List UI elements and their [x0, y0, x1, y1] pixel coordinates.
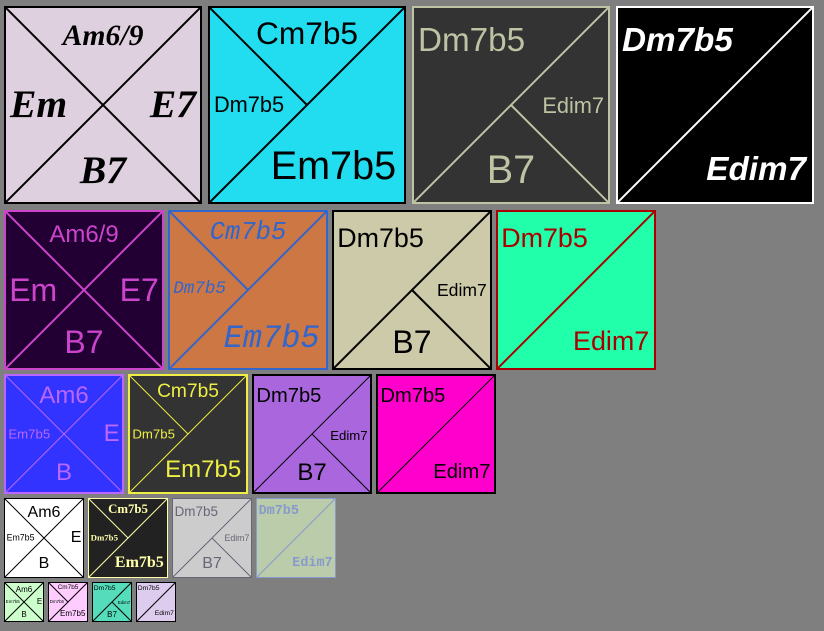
chord-label-top: Cm7b5	[57, 584, 79, 591]
chord-label-bottomright: Edim7	[433, 461, 491, 484]
chord-label-right: E7	[149, 82, 197, 127]
chord-label-topleft: Dm7b5	[621, 21, 733, 59]
chord-label-left: Em7b5	[6, 532, 35, 543]
chord-label-left: Dm7b5	[49, 598, 64, 604]
chord-label-top: Cm7b5	[108, 502, 148, 516]
chord-label-bottom: B	[55, 458, 73, 486]
chord-label-right: Edim7	[224, 533, 250, 544]
chord-label-bottom: Em7b5	[60, 608, 86, 618]
chord-label-topleft: Dm7b5	[337, 222, 424, 253]
chord-label-top: Am6	[39, 382, 89, 410]
chord-label-left: Dm7b5	[90, 532, 118, 543]
chord-label-top: Cm7b5	[157, 381, 219, 402]
chord-label-topleft: Dm7b5	[256, 384, 322, 407]
chord-label-topleft: Dm7b5	[258, 504, 299, 520]
chord-label-topleft: Dm7b5	[417, 21, 526, 59]
chord-label-right: Edim7	[542, 93, 605, 119]
chord-label-right: E7	[119, 272, 159, 308]
chord-label-bottomright: Edim7	[292, 556, 333, 572]
chord-label-bottom: Em7b5	[114, 553, 164, 571]
chord-label-bottom: B7	[297, 458, 327, 486]
chord-label-top: Am6	[15, 584, 33, 594]
chord-label-left: Em7b5	[5, 598, 20, 604]
chord-label-top: Cm7b5	[209, 218, 287, 247]
chord-label-left: Em7b5	[8, 426, 51, 442]
chord-label-left: Dm7b5	[213, 92, 285, 118]
chord-label-right: E	[36, 597, 43, 606]
chord-label-top: Am6/9	[62, 19, 144, 52]
chord-label-bottomright: Edim7	[154, 610, 174, 618]
chord-label-left: Dm7b5	[132, 426, 175, 442]
chord-label-left: Em	[9, 272, 58, 308]
chord-label-bottomright: Edim7	[706, 150, 807, 188]
chord-label-right: E	[70, 529, 82, 546]
chord-label-bottom: B7	[202, 555, 222, 573]
chord-label-top: Am6/9	[49, 221, 119, 249]
chord-label-bottom: B7	[392, 324, 432, 361]
chord-label-right: Edim7	[330, 427, 368, 443]
chord-label-left: Dm7b5	[173, 279, 226, 300]
chord-label-bottom: B	[21, 609, 27, 619]
chord-label-bottom: B7	[64, 324, 104, 361]
chord-label-bottom: Em7b5	[165, 456, 242, 484]
chord-label-bottom: B7	[107, 609, 117, 619]
chord-label-top: Am6	[27, 503, 61, 521]
chord-label-topleft: Dm7b5	[174, 504, 218, 520]
chord-label-topleft: Dm7b5	[380, 384, 446, 407]
chord-label-topleft: Dm7b5	[93, 585, 116, 593]
chord-label-topleft: Dm7b5	[501, 222, 588, 253]
chord-label-left: Em	[9, 82, 68, 127]
chord-label-right: Edim7	[117, 599, 131, 605]
chord-label-bottom: Em7b5	[270, 143, 397, 188]
chord-label-bottom: Em7b5	[223, 320, 320, 358]
chord-label-bottomright: Edim7	[573, 326, 650, 357]
chord-label-bottom: B	[38, 555, 50, 573]
chord-label-top: Cm7b5	[255, 14, 359, 51]
chord-label-bottom: B7	[486, 147, 536, 192]
chord-label-topleft: Dm7b5	[137, 585, 160, 593]
chord-label-right: E	[103, 420, 120, 447]
chord-label-bottom: B7	[79, 147, 127, 192]
chord-label-right: Edim7	[436, 280, 487, 301]
